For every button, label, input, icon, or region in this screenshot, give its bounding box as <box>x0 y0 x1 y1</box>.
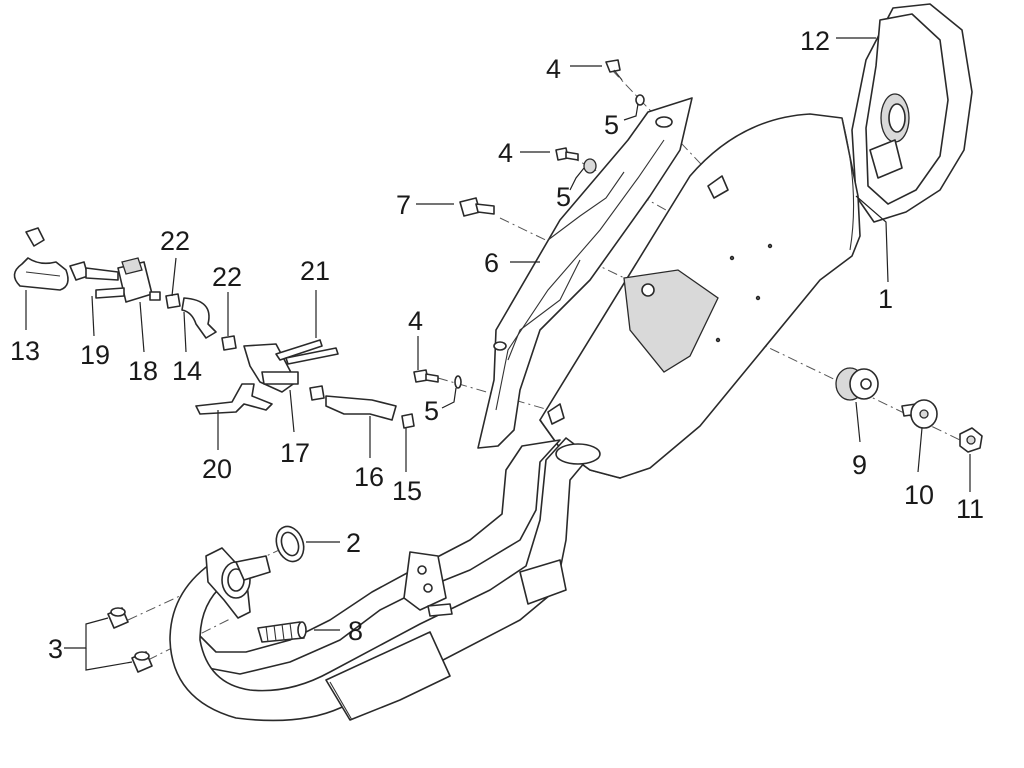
callout-20: 20 <box>202 454 232 484</box>
part-3-nuts <box>107 607 153 673</box>
part-4-bolts <box>413 59 623 383</box>
callout-5-low: 5 <box>424 396 439 426</box>
callout-7: 7 <box>396 190 411 220</box>
callout-numbers: 1 2 3 4 4 4 5 5 5 6 7 8 9 10 11 12 13 14… <box>10 26 984 664</box>
callout-21: 21 <box>300 256 330 286</box>
callout-8: 8 <box>348 616 363 646</box>
callout-17: 17 <box>280 438 310 468</box>
callout-3: 3 <box>48 634 63 664</box>
callout-11: 11 <box>956 494 984 524</box>
callout-9: 9 <box>852 450 867 480</box>
part-1-silencer <box>539 113 861 479</box>
callout-4-top: 4 <box>546 54 561 84</box>
part-8-sensor <box>257 621 307 643</box>
callout-13: 13 <box>10 336 40 366</box>
part-6-bracket <box>477 97 693 449</box>
part-12-end-cap <box>851 3 973 223</box>
callout-19: 19 <box>80 340 110 370</box>
leader-lines <box>25 37 971 671</box>
part-11-nut <box>959 427 983 453</box>
callout-22-left: 22 <box>160 226 190 256</box>
callout-14: 14 <box>172 356 202 386</box>
part-2-gasket <box>275 525 305 563</box>
callout-6: 6 <box>484 248 499 278</box>
callout-1: 1 <box>878 284 893 314</box>
secondary-air-system <box>13 227 415 429</box>
callout-4-low: 4 <box>408 306 423 336</box>
callout-5-top: 5 <box>604 110 619 140</box>
part-7-bolt <box>459 197 495 217</box>
part-9-grommet <box>835 367 879 401</box>
part-10-collar <box>901 399 938 429</box>
callout-2: 2 <box>346 528 361 558</box>
exhaust-pipe <box>169 437 601 722</box>
callout-12: 12 <box>800 26 830 56</box>
callout-10: 10 <box>904 480 934 510</box>
callout-16: 16 <box>354 462 384 492</box>
exhaust-flange <box>205 547 271 619</box>
callout-18: 18 <box>128 356 158 386</box>
callout-22-right: 22 <box>212 262 242 292</box>
callout-5-mid: 5 <box>556 182 571 212</box>
part-5-washers <box>454 94 645 389</box>
callout-15: 15 <box>392 476 422 506</box>
callout-4-mid: 4 <box>498 138 513 168</box>
